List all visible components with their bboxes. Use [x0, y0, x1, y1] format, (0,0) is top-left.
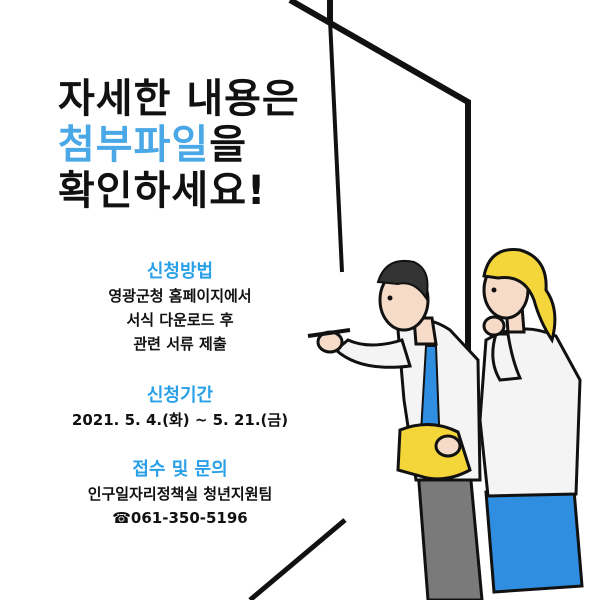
apply-period-title: 신청기간 [146, 385, 214, 406]
headline-line-2: 첨부파일을 [58, 122, 300, 168]
headline-line-1: 자세한 내용은 [58, 76, 300, 122]
board-inner-line [328, 19, 344, 273]
apply-method-line-1: 영광군청 홈페이지에서 [108, 287, 252, 305]
apply-method-line-2: 서식 다운로드 후 [126, 311, 234, 329]
headline: 자세한 내용은 첨부파일을 확인하세요! [58, 76, 300, 214]
woman-figure [478, 248, 584, 594]
apply-period-section: 신청기간 2021. 5. 4.(화) ~ 5. 21.(금) [20, 384, 340, 432]
apply-method-title: 신청방법 [146, 261, 214, 282]
floor-line [248, 518, 347, 600]
contact-phone: 061-350-5196 [130, 509, 248, 527]
apply-method-section: 신청방법 영광군청 홈페이지에서 서식 다운로드 후 관련 서류 제출 [20, 260, 340, 356]
headline-line-2-rest: 을 [209, 122, 248, 168]
contact-title: 접수 및 문의 [132, 459, 228, 480]
contact-phone-line: ☎061-350-5196 [20, 506, 340, 530]
headline-highlight: 첨부파일 [58, 122, 210, 168]
apply-period-dates: 2021. 5. 4.(화) ~ 5. 21.(금) [71, 411, 289, 429]
yellow-paper [396, 423, 472, 481]
contact-office: 인구일자리정책실 청년지원팀 [87, 485, 273, 503]
man-figure [307, 260, 484, 600]
apply-method-line-3: 관련 서류 제출 [133, 335, 227, 353]
phone-icon: ☎ [112, 509, 131, 527]
contact-section: 접수 및 문의 인구일자리정책실 청년지원팀 ☎061-350-5196 [20, 458, 340, 530]
headline-line-3: 확인하세요! [58, 168, 267, 214]
